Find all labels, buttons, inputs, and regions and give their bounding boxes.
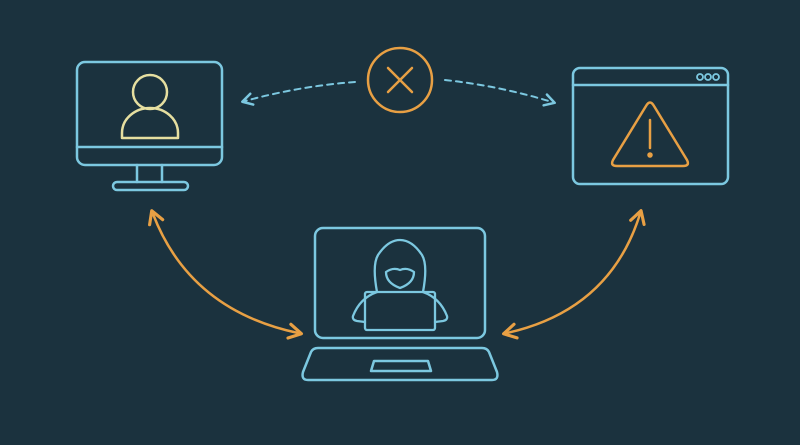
user-icon [120,73,180,140]
dashed-arrow-left [241,81,356,106]
hooded-hacker-icon [351,238,449,332]
arrow-website-attacker [502,209,646,340]
arrow-user-attacker [148,209,303,340]
desktop-monitor-icon [75,60,224,192]
laptop-icon [301,226,499,382]
dashed-arrow-right [444,79,556,107]
warning-icon [610,101,690,168]
x-circle-icon [366,46,434,114]
browser-window-icon [571,66,730,186]
